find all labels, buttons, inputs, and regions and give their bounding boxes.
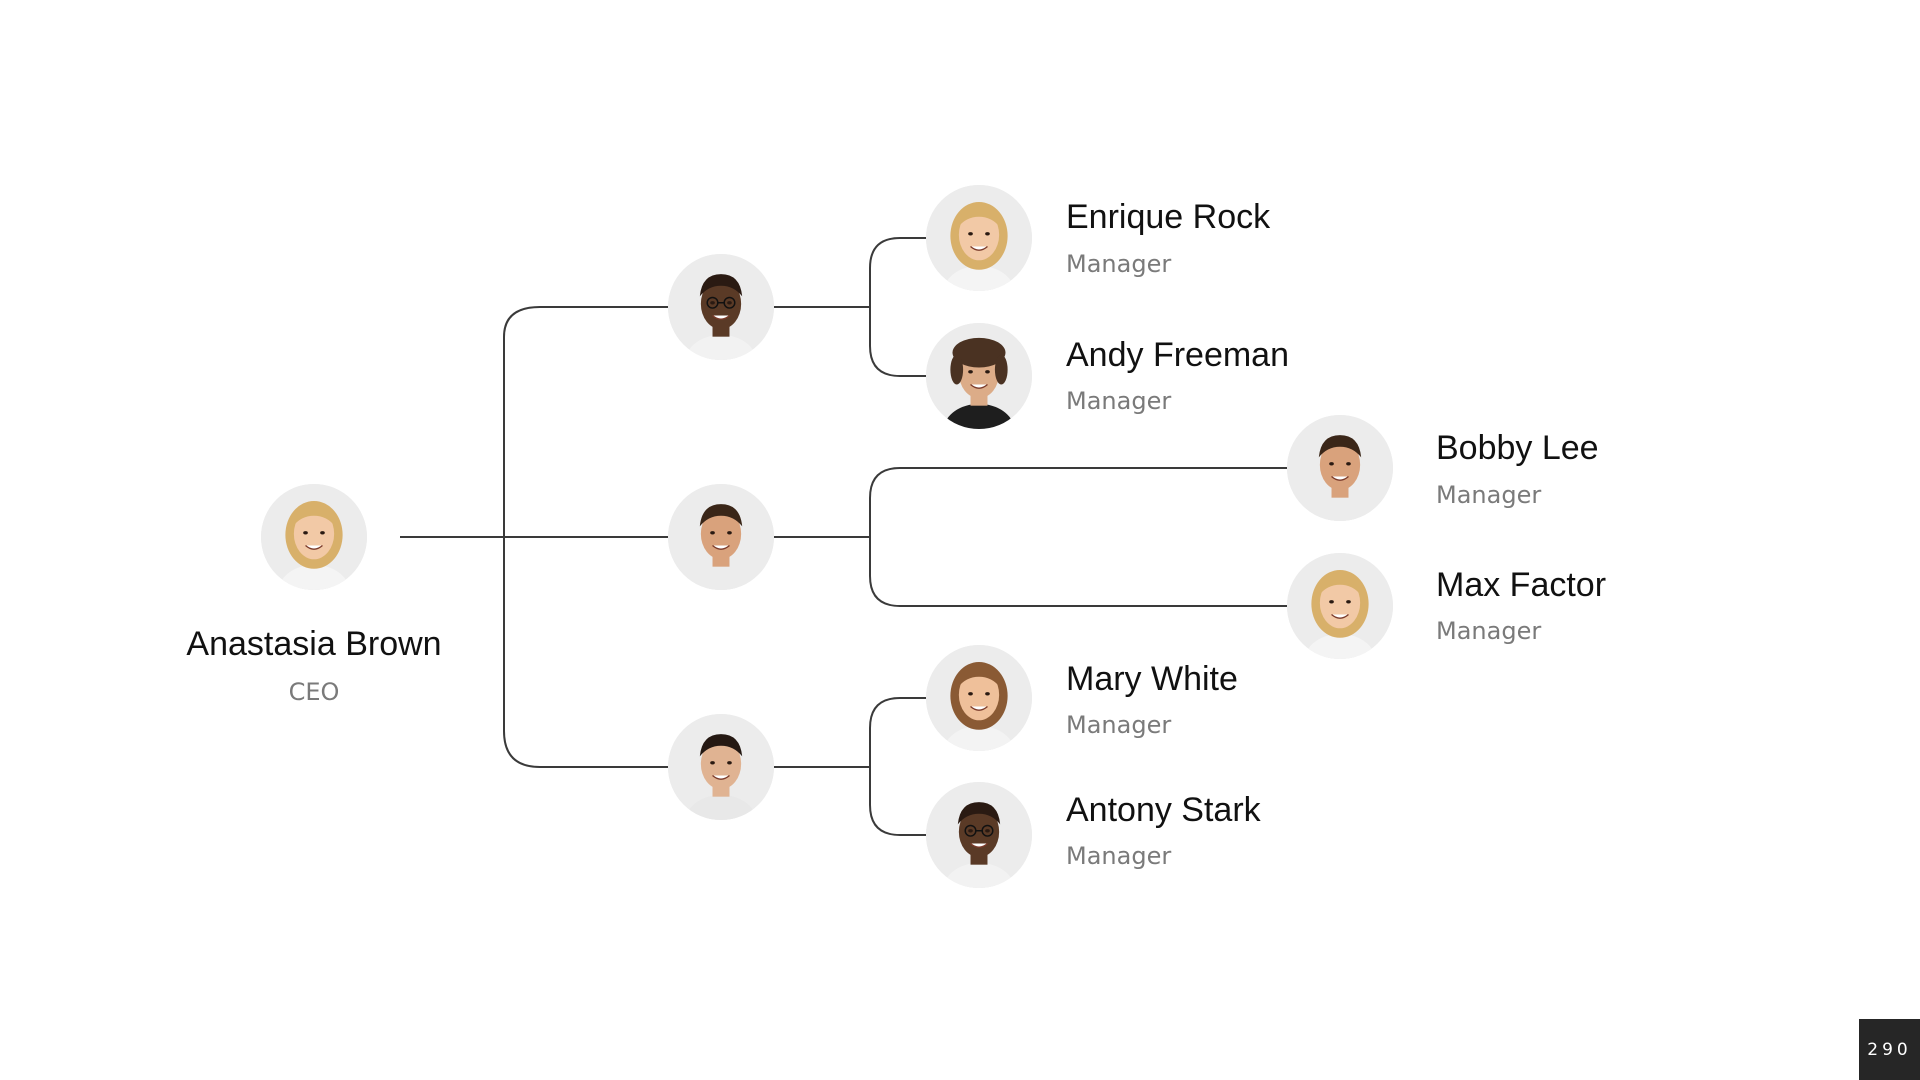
face-illustration (926, 185, 1032, 291)
manager-3-avatar[interactable] (668, 714, 774, 820)
report-enrique-avatar[interactable] (926, 185, 1032, 291)
report-bobby-avatar[interactable] (1287, 415, 1393, 521)
connector-trunk (503, 306, 668, 768)
report-enrique-name: Enrique Rock (1066, 198, 1271, 236)
report-mary-role: Manager (1066, 711, 1172, 739)
report-max-name: Max Factor (1436, 566, 1607, 604)
report-andy-role: Manager (1066, 387, 1172, 415)
report-bobby-name: Bobby Lee (1436, 429, 1599, 467)
report-antony-avatar[interactable] (926, 782, 1032, 888)
face-illustration (668, 484, 774, 590)
report-enrique-role: Manager (1066, 250, 1172, 278)
connector-branch-2 (774, 467, 1287, 607)
face-illustration (1287, 553, 1393, 659)
manager-1-avatar[interactable] (668, 254, 774, 360)
ceo-name: Anastasia Brown (186, 625, 442, 663)
report-andy-avatar[interactable] (926, 323, 1032, 429)
report-bobby-role: Manager (1436, 481, 1542, 509)
face-illustration (926, 782, 1032, 888)
report-antony-role: Manager (1066, 842, 1172, 870)
face-illustration (668, 714, 774, 820)
report-max-role: Manager (1436, 617, 1542, 645)
report-antony-name: Antony Stark (1066, 791, 1261, 829)
connector-branch-1 (774, 237, 926, 377)
report-mary-avatar[interactable] (926, 645, 1032, 751)
face-illustration (926, 323, 1032, 429)
face-illustration (1287, 415, 1393, 521)
face-illustration (261, 484, 367, 590)
report-andy-name: Andy Freeman (1066, 336, 1289, 374)
page-number-badge: 290 (1859, 1019, 1920, 1080)
face-illustration (926, 645, 1032, 751)
report-mary-name: Mary White (1066, 660, 1238, 698)
connector-branch-3 (774, 697, 926, 836)
ceo-role: CEO (288, 678, 340, 706)
manager-2-avatar[interactable] (668, 484, 774, 590)
face-illustration (668, 254, 774, 360)
report-max-avatar[interactable] (1287, 553, 1393, 659)
ceo-avatar[interactable] (261, 484, 367, 590)
